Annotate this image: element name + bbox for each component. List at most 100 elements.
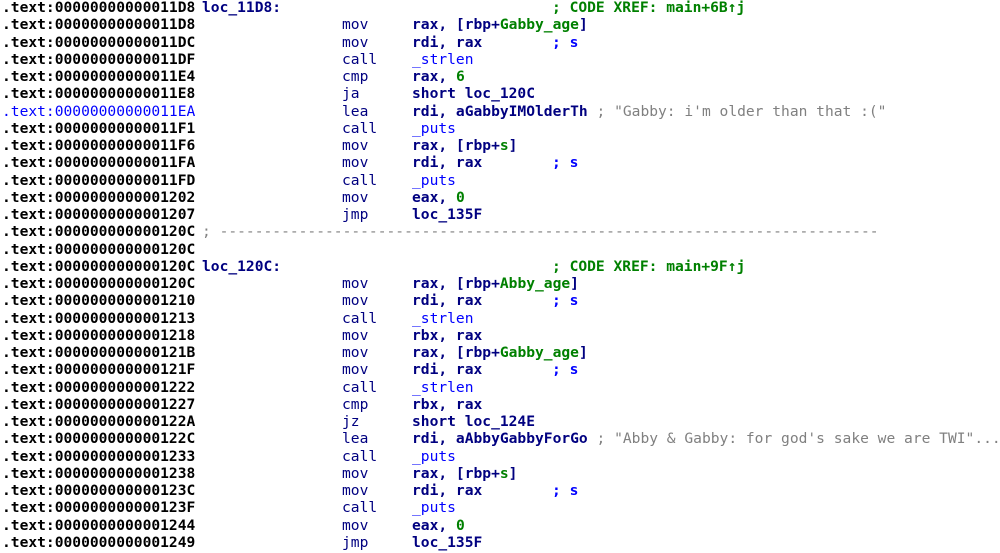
instruction-operands[interactable]: eax, 0 (412, 517, 465, 534)
instruction-operands[interactable]: rax, [rbp+s] (412, 137, 517, 154)
instruction-operands[interactable]: rdi, rax (412, 292, 482, 309)
instruction-operands[interactable]: short loc_124E (412, 413, 535, 430)
line-address[interactable]: .text:00000000000011F6 (2, 137, 196, 154)
instruction-mnemonic[interactable]: mov (342, 275, 369, 292)
instruction-operands[interactable]: rdi, rax (412, 154, 482, 171)
instruction-mnemonic[interactable]: call (342, 309, 378, 327)
operand-text[interactable]: eax, (412, 516, 456, 534)
instruction-mnemonic[interactable]: call (342, 499, 378, 517)
line-address[interactable]: .text:0000000000001244 (2, 516, 196, 534)
stack-variable[interactable]: s (499, 464, 509, 482)
stack-variable[interactable]: Gabby_age (499, 16, 579, 34)
operand-text[interactable]: rax, [rbp+ (412, 137, 500, 154)
instruction-mnemonic[interactable]: call (342, 171, 378, 189)
instruction-operands[interactable]: rdi, rax (412, 34, 482, 51)
instruction-mnemonic[interactable]: cmp (342, 68, 369, 85)
instruction-mnemonic[interactable]: mov (342, 16, 369, 34)
instruction-operands[interactable]: rax, 6 (412, 68, 465, 85)
operand-text[interactable]: rdi, aGabbyIMOlderTh (412, 102, 588, 120)
instruction-mnemonic[interactable]: mov (342, 464, 369, 482)
function-ref[interactable]: _puts (412, 119, 456, 137)
line-address[interactable]: .text:00000000000011FD (2, 171, 196, 189)
listing-line[interactable]: .text:00000000000011D8 mov rax, [rbp+Gabby… (0, 16, 1000, 33)
operand-text[interactable]: rax, (412, 68, 456, 85)
instruction-operands[interactable]: _strlen (412, 51, 474, 68)
code-xref-comment[interactable]: ; CODE XREF: main+9F↑j (552, 257, 746, 275)
line-address[interactable]: .text:00000000000011DC (2, 33, 196, 51)
operand-text[interactable]: rax, [rbp+ (412, 464, 500, 482)
line-address[interactable]: .text:0000000000001227 (2, 395, 196, 413)
listing-line[interactable]: .text:0000000000001207 jmp loc_135F (0, 206, 1000, 223)
line-address[interactable]: .text:00000000000011E8 (2, 85, 196, 103)
listing-line[interactable]: .text:000000000000120C loc_120C: ; CODE XR… (0, 258, 1000, 275)
operand-text[interactable]: rdi, rax (412, 482, 483, 499)
function-ref[interactable]: _strlen (412, 309, 474, 327)
line-address[interactable]: .text:0000000000001210 (2, 292, 196, 310)
line-address[interactable]: .text:00000000000011DF (2, 50, 196, 68)
instruction-mnemonic[interactable]: ja (342, 85, 360, 103)
instruction-operands[interactable]: rax, [rbp+Abby_age] (412, 275, 579, 292)
listing-line[interactable]: .text:00000000000011E8 ja short loc_120C (0, 85, 1000, 102)
instruction-mnemonic[interactable]: call (342, 50, 378, 68)
operand-text[interactable]: rdi, rax (412, 33, 483, 51)
line-address[interactable]: .text:000000000000120C (2, 223, 196, 241)
line-address[interactable]: .text:0000000000001238 (2, 464, 196, 482)
line-address[interactable]: .text:0000000000001207 (2, 206, 196, 223)
instruction-mnemonic[interactable]: jmp (342, 206, 369, 223)
line-address[interactable]: .text:0000000000001249 (2, 533, 196, 551)
instruction-mnemonic[interactable]: mov (342, 326, 369, 344)
line-address[interactable]: .text:00000000000011D8 (2, 16, 196, 34)
listing-line[interactable]: .text:00000000000011F6 mov rax, [rbp+s] (0, 137, 1000, 154)
line-address[interactable]: .text:00000000000011FA (2, 154, 196, 172)
operand-text[interactable]: rax, [rbp+ (412, 16, 500, 34)
instruction-mnemonic[interactable]: mov (342, 188, 369, 206)
instruction-mnemonic[interactable]: jz (342, 413, 360, 430)
operand-text[interactable]: loc_135F (412, 206, 483, 223)
instruction-operands[interactable]: loc_135F (412, 206, 482, 223)
listing-line[interactable]: .text:00000000000011E4 cmp rax, 6 (0, 68, 1000, 85)
listing-line[interactable]: .text:000000000000120C; ----------------… (0, 223, 1000, 240)
function-ref[interactable]: _puts (412, 171, 456, 189)
line-address[interactable]: .text:000000000000121F (2, 361, 196, 379)
line-address[interactable]: .text:00000000000011F1 (2, 119, 196, 137)
stack-variable[interactable]: s (499, 137, 509, 154)
line-address[interactable]: .text:00000000000011E4 (2, 68, 196, 85)
function-ref[interactable]: _puts (412, 447, 456, 465)
operand-text[interactable]: rdi, rax (412, 361, 483, 379)
instruction-operands[interactable]: _puts (412, 448, 456, 465)
instruction-mnemonic[interactable]: lea (342, 430, 369, 448)
operand-text[interactable]: rbx, rax (412, 326, 483, 344)
instruction-mnemonic[interactable]: mov (342, 33, 369, 51)
instruction-mnemonic[interactable]: mov (342, 137, 369, 154)
instruction-operands[interactable]: rbx, rax (412, 327, 482, 344)
operand-text[interactable]: rax, [rbp+ (412, 344, 500, 361)
code-label[interactable]: loc_120C: (202, 257, 282, 275)
instruction-operands[interactable]: rdi, aAbbyGabbyForGo ; "Abby & Gabby: fo… (412, 430, 1000, 447)
instruction-operands[interactable]: rax, [rbp+s] (412, 465, 517, 482)
line-address[interactable]: .text:0000000000001233 (2, 447, 196, 465)
instruction-operands[interactable]: _strlen (412, 379, 474, 396)
operand-text[interactable]: rax, [rbp+ (412, 275, 500, 292)
instruction-operands[interactable]: rdi, rax (412, 482, 482, 499)
instruction-operands[interactable]: eax, 0 (412, 189, 465, 206)
code-label[interactable]: loc_11D8: (202, 0, 282, 16)
line-address[interactable]: .text:000000000000120C (2, 257, 196, 275)
instruction-mnemonic[interactable]: mov (342, 154, 369, 172)
instruction-mnemonic[interactable]: call (342, 378, 378, 396)
listing-line[interactable]: .text:00000000000011DF call _strlen (0, 51, 1000, 68)
listing-line[interactable]: .text:00000000000011FD call _puts (0, 172, 1000, 189)
instruction-operands[interactable]: short loc_120C (412, 85, 535, 102)
